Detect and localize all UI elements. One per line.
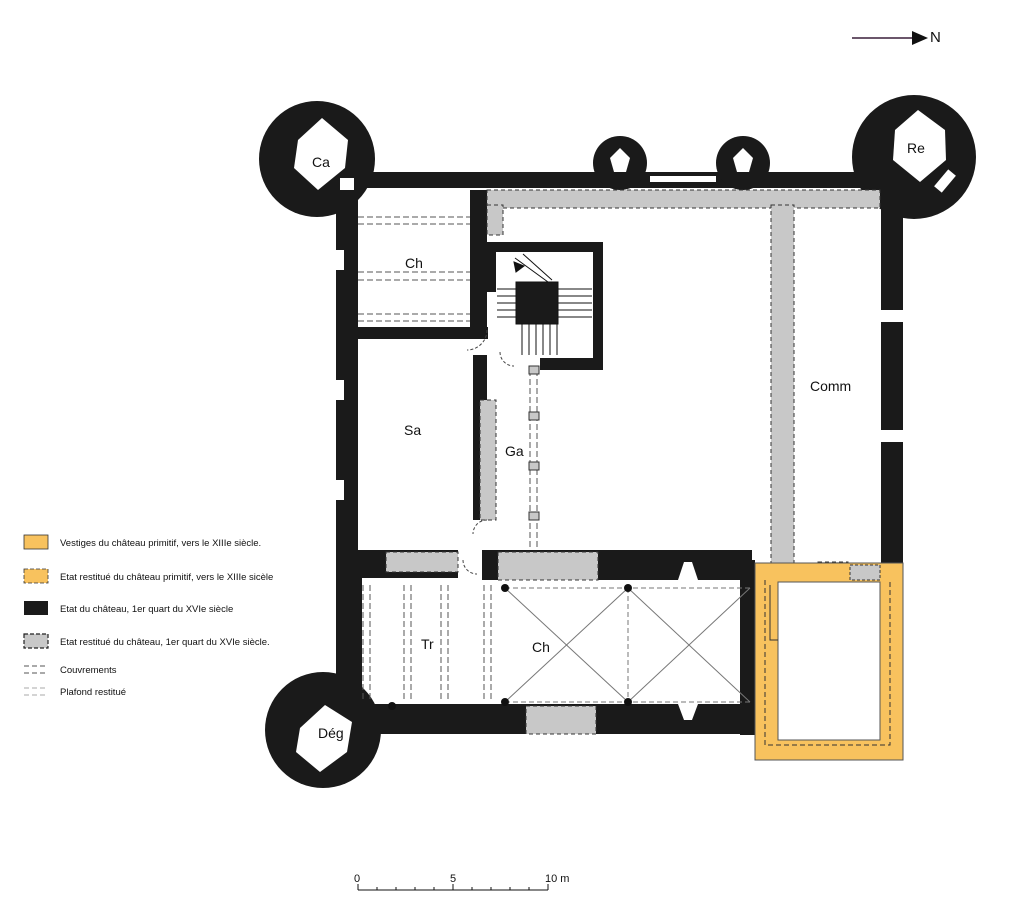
room-label-ga: Ga: [505, 443, 524, 459]
room-label-tr: Tr: [421, 636, 434, 652]
ceiling-lines: [358, 216, 538, 702]
legend-label: Etat du château, 1er quart du XVIe siècl…: [60, 604, 233, 615]
legend-label: Vestiges du château primitif, vers le XI…: [60, 538, 261, 549]
legend-item: Vestiges du château primitif, vers le XI…: [23, 534, 261, 550]
room-label-re: Re: [907, 140, 925, 156]
room-label-ca: Ca: [312, 154, 330, 170]
north-arrow: N: [852, 29, 941, 46]
legend-label: Etat restitué du château primitif, vers …: [60, 572, 273, 583]
north-label: N: [930, 29, 941, 46]
legend-item: Couvrements: [24, 665, 117, 676]
legend: Vestiges du château primitif, vers le XI…: [23, 534, 273, 698]
room-label-comm: Comm: [810, 378, 851, 394]
legend-item: Etat restitué du château primitif, vers …: [23, 568, 273, 584]
room-label-ch-bottom: Ch: [532, 639, 550, 655]
scale-bar: [357, 884, 549, 891]
scale-labels: 0 5 10 m: [354, 873, 569, 885]
legend-label: Couvrements: [60, 665, 117, 676]
legend-label: Plafond restitué: [60, 687, 126, 698]
legend-item: Etat du château, 1er quart du XVIe siècl…: [24, 601, 233, 615]
staircase: [497, 253, 592, 355]
legend-item: Plafond restitué: [24, 687, 126, 698]
tower-interiors: [294, 110, 956, 772]
primitive-castle: [754, 562, 904, 761]
vault-pillars: [388, 584, 632, 710]
restored-walls: [385, 189, 881, 735]
room-label-ch-top: Ch: [405, 255, 423, 271]
legend-label: Etat restitué du château, 1er quart du X…: [60, 637, 270, 648]
room-label-deg: Dég: [318, 725, 344, 741]
legend-item: Etat restitué du château, 1er quart du X…: [23, 633, 270, 649]
room-labels: Ca Re Ch Sa Ga Comm Tr Ch Dég: [312, 140, 925, 741]
scale-label-0: 0: [354, 873, 360, 885]
windows: [336, 250, 903, 720]
ga-columns: [528, 365, 540, 521]
room-label-sa: Sa: [404, 422, 421, 438]
scale-label-10: 10 m: [545, 873, 569, 885]
scale-label-5: 5: [450, 873, 456, 885]
door-swings: [462, 329, 515, 575]
